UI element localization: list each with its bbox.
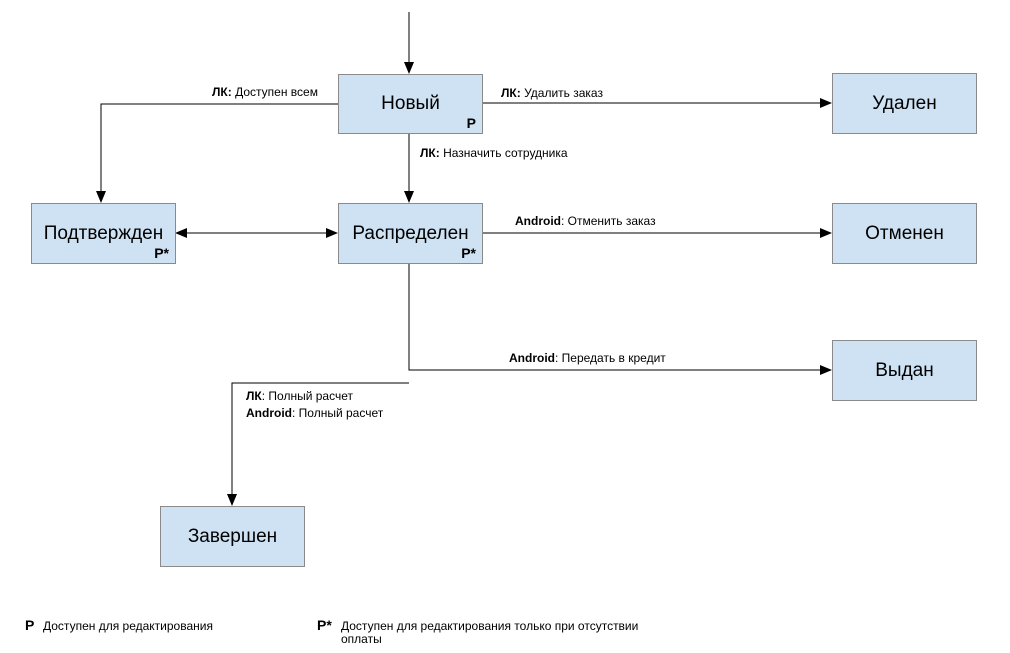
- edge-label-distributed-cancelled: Android: Отменить заказ: [515, 214, 656, 228]
- badge-editable: P: [466, 115, 476, 131]
- node-label: Подтвержден: [43, 222, 164, 244]
- legend-text: Доступен для редактирования только при о…: [341, 619, 639, 646]
- node-label: Новый: [381, 93, 440, 114]
- edge-label-new-confirmed: ЛК: Доступен всем: [212, 85, 318, 99]
- connector-distributed-issued: [408, 264, 832, 375]
- edge-actor: Android: [515, 214, 561, 228]
- node-label: Выдан: [875, 359, 934, 381]
- edge-action: : Передать в кредит: [555, 351, 666, 365]
- edge-label-distributed-completed-lk: ЛК: Полный расчет: [246, 389, 353, 403]
- edge-action: : Полный расчет: [261, 389, 353, 403]
- node-label: Распределен: [352, 222, 469, 244]
- node-completed: Завершен: [160, 506, 305, 567]
- node-issued: Выдан: [832, 340, 977, 401]
- edge-actor: ЛК:: [212, 85, 232, 99]
- connector-new-confirmed: [96, 103, 338, 203]
- edge-action: Доступен всем: [231, 85, 318, 99]
- edge-label-distributed-issued: Android: Передать в кредит: [509, 351, 666, 365]
- legend-editable-conditional: P* Доступен для редактирования только пр…: [317, 617, 662, 646]
- badge-editable-conditional: P*: [461, 245, 476, 261]
- connector-distributed-completed: [227, 382, 409, 506]
- node-label: Завершен: [187, 525, 278, 547]
- edge-actor: Android: [509, 351, 555, 365]
- node-cancelled: Отменен: [832, 203, 977, 264]
- edge-action: Удалить заказ: [520, 86, 603, 100]
- edge-action: Назначить сотрудника: [439, 146, 568, 160]
- legend-text: Доступен для редактирования: [43, 619, 213, 633]
- edge-actor: ЛК:: [420, 146, 440, 160]
- node-label: Удален: [872, 92, 937, 114]
- node-new: Новый P: [338, 74, 483, 134]
- legend-symbol: P*: [317, 617, 332, 633]
- edge-label-distributed-completed-android: Android: Полный расчет: [246, 406, 383, 420]
- node-distributed: Распределен P*: [338, 203, 483, 264]
- edge-action: : Отменить заказ: [561, 214, 656, 228]
- node-confirmed: Подтвержден P*: [31, 203, 176, 264]
- node-deleted: Удален: [832, 73, 977, 134]
- legend-editable: P Доступен для редактирования: [25, 617, 285, 633]
- legend-symbol: P: [25, 617, 35, 633]
- edge-actor: Android: [246, 406, 292, 420]
- edge-actor: ЛК:: [501, 86, 521, 100]
- edge-label-new-distributed: ЛК: Назначить сотрудника: [420, 146, 568, 160]
- edge-label-new-deleted: ЛК: Удалить заказ: [501, 86, 603, 100]
- edge-action: : Полный расчет: [292, 406, 384, 420]
- node-label: Отменен: [865, 222, 944, 244]
- badge-editable-conditional: P*: [154, 245, 169, 261]
- edge-actor: ЛК: [246, 389, 262, 403]
